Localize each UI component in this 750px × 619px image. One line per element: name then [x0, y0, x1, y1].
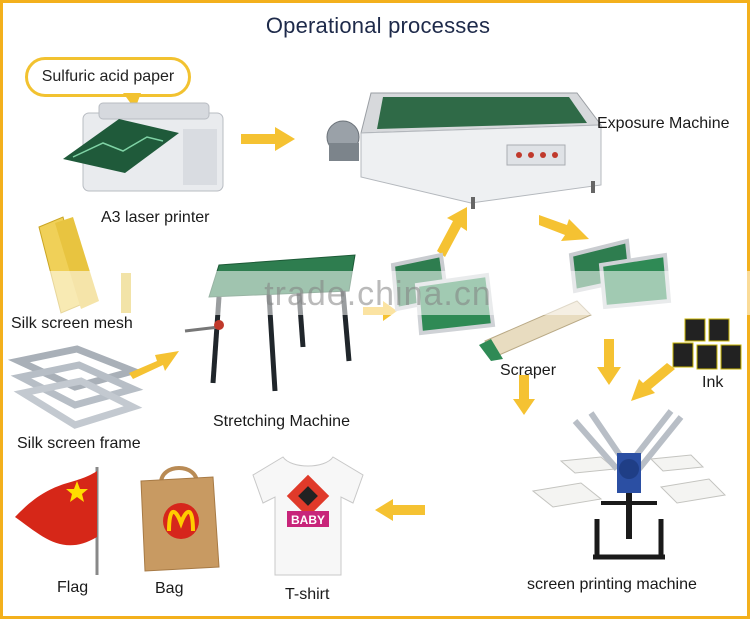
silk-screen-frame-label: Silk screen frame: [17, 435, 141, 452]
bag-label: Bag: [155, 580, 184, 597]
flag-label: Flag: [57, 579, 89, 596]
silk-screen-mesh-label: Silk screen mesh: [11, 315, 133, 332]
printer-label: A3 laser printer: [101, 209, 210, 226]
arrow-ink-to-press: [631, 363, 675, 401]
stretching-machine-icon: [184, 254, 356, 392]
watermark-text: trade.china.cn: [264, 275, 492, 313]
exposure-machine-icon: [326, 92, 602, 209]
arrow-frames-to-press: [597, 339, 621, 385]
flag-icon: [15, 467, 99, 575]
arrow-frames-to-stretching: [129, 351, 179, 379]
arrow-press-to-tshirt: [375, 499, 425, 521]
screen-printing-machine-label: screen printing machine: [527, 576, 697, 593]
arrow-scraper-to-press: [513, 375, 535, 415]
ink-cans-icon: [672, 318, 742, 370]
sulfuric-acid-paper-bubble: Sulfuric acid paper: [25, 57, 191, 97]
screen-frame-icon: [7, 345, 145, 429]
stretching-machine-label: Stretching Machine: [213, 413, 350, 430]
printer-icon: [63, 102, 224, 192]
tshirt-label: T-shirt: [285, 586, 330, 603]
ink-label: Ink: [702, 374, 724, 391]
arrow-printer-to-exposure: [241, 127, 295, 151]
scraper-label: Scraper: [500, 362, 557, 379]
tshirt-icon: BABY: [252, 456, 364, 576]
tshirt-print-text: BABY: [291, 513, 325, 527]
exposure-machine-label: Exposure Machine: [597, 115, 730, 132]
diagram-title: Operational processes: [265, 13, 491, 38]
arrow-to-exposure: [437, 207, 467, 257]
printing-press-icon: [531, 409, 727, 560]
arrow-exposure-to-frames: [539, 215, 589, 241]
bag-icon: [140, 466, 220, 572]
